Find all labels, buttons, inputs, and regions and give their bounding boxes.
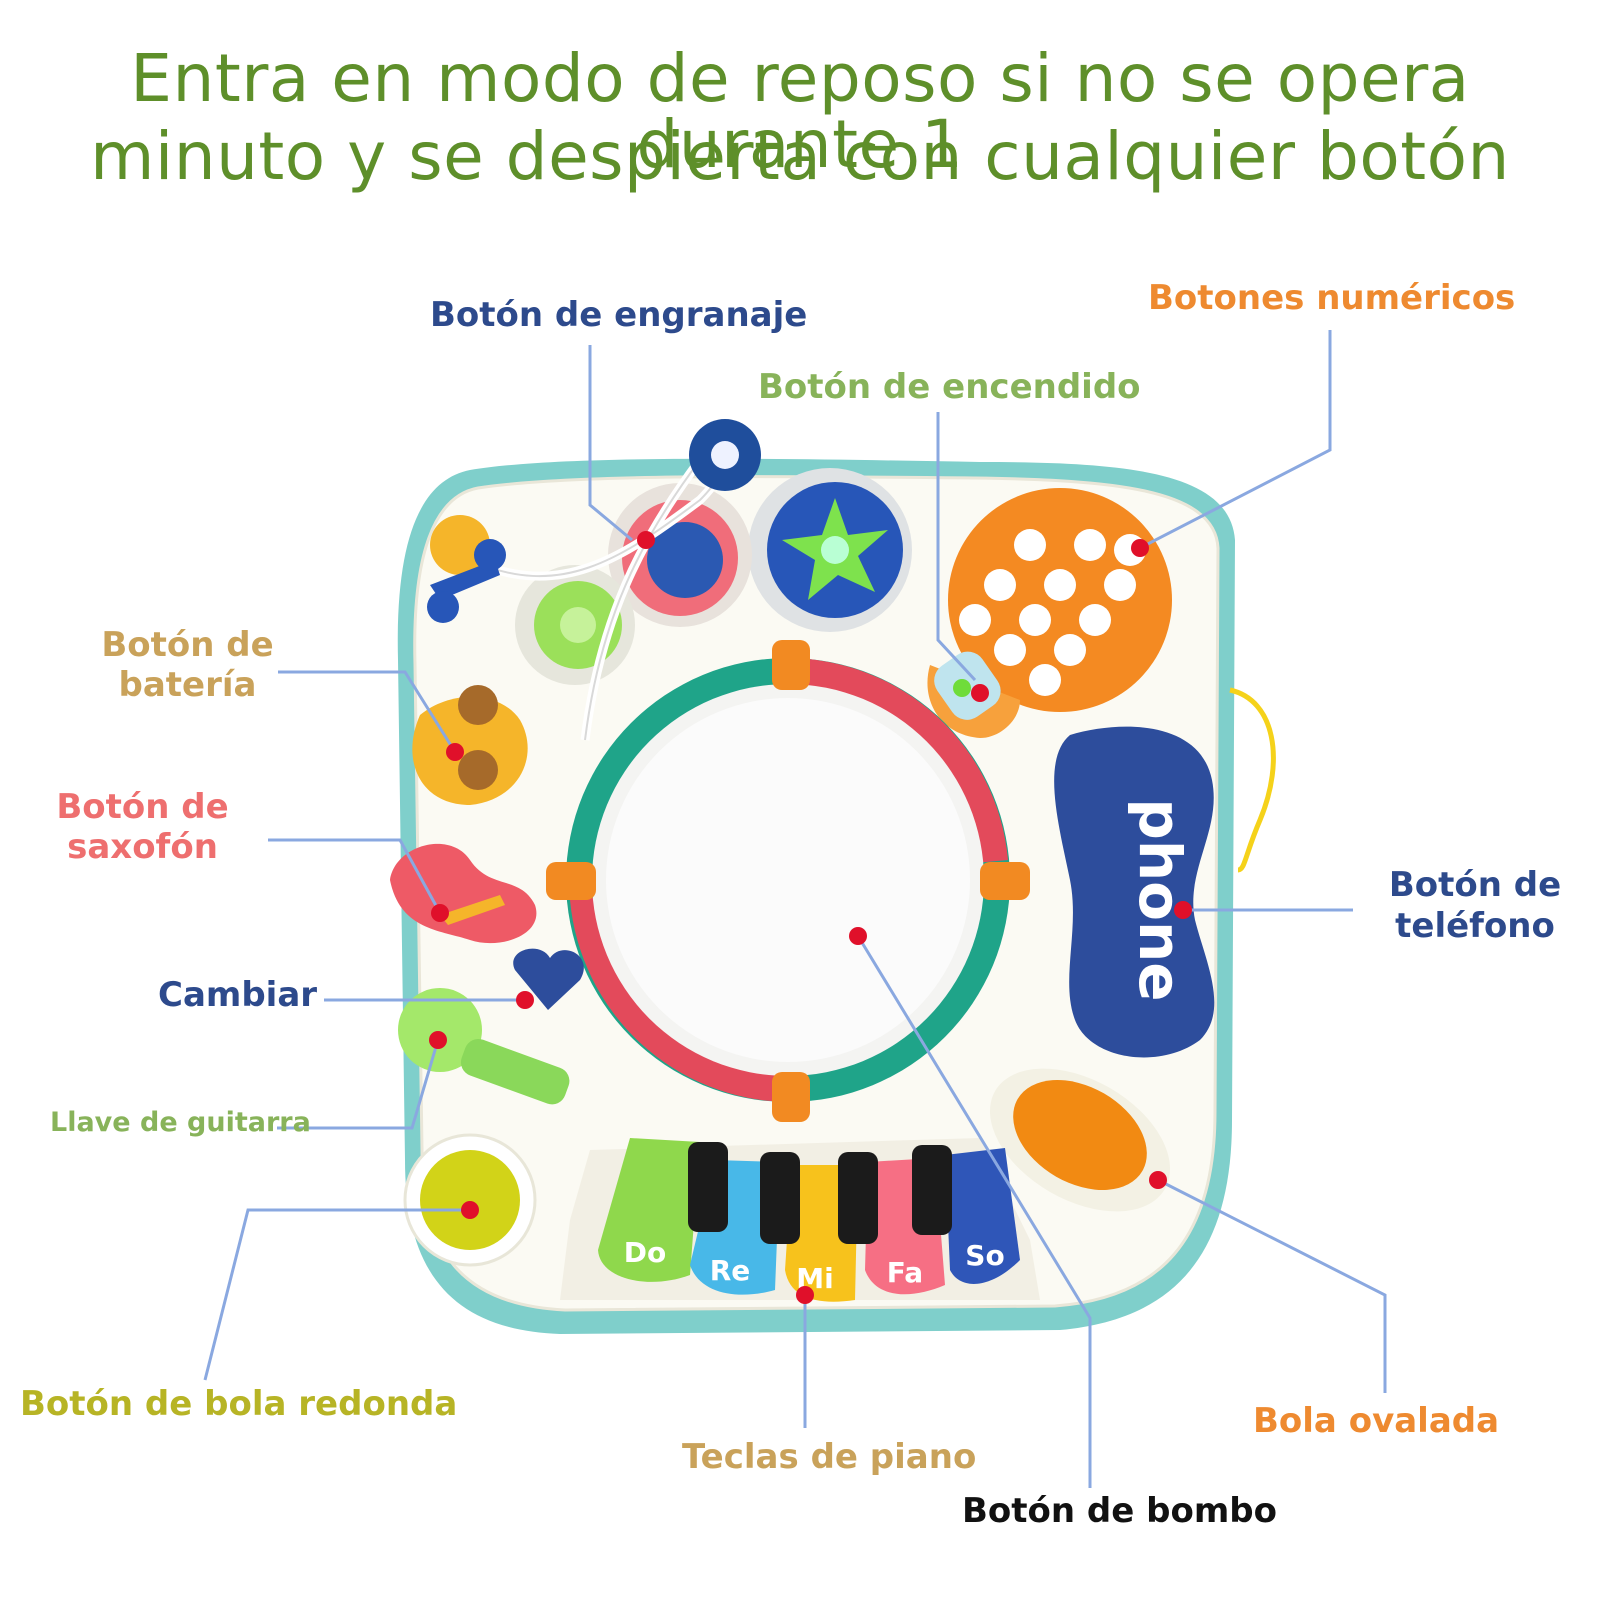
label-power-button: Botón de encendido [758, 367, 1141, 407]
keypad-buttons [959, 529, 1146, 696]
phone-handset: phone [1054, 687, 1276, 1058]
change-button [513, 948, 584, 1010]
piano-key-label: Re [710, 1254, 751, 1287]
label-change-button: Cambiar [158, 975, 318, 1015]
label-number-buttons: Botones numéricos [1148, 278, 1516, 318]
label-piano-keys: Teclas de piano [682, 1437, 977, 1477]
piano-key-label: So [965, 1239, 1004, 1272]
oval-ball-button [989, 1068, 1171, 1212]
leader-lines [203, 330, 1387, 1488]
phone-brand-text: phone [1126, 798, 1194, 1001]
label-phone-button-line2: teléfono [1395, 906, 1555, 946]
label-round-ball-button: Botón de bola redonda [20, 1384, 458, 1424]
headline-line-1: Entra en modo de reposo si no se opera d… [130, 40, 1470, 183]
blue-gear [767, 482, 903, 618]
gear-area [427, 419, 912, 741]
callout-dots [429, 531, 1192, 1304]
label-guitar-key: Llave de guitarra [50, 1107, 311, 1138]
label-oval-ball: Bola ovalada [1253, 1401, 1500, 1441]
label-drum-button-line2: batería [118, 665, 257, 705]
drum-button [412, 685, 528, 805]
headline-line-2: minuto y se despierta con cualquier botó… [90, 118, 1510, 195]
piano-key-label: Do [624, 1236, 666, 1269]
label-bass-drum-button: Botón de bombo [962, 1491, 1277, 1531]
label-saxophone-button-line1: Botón de [56, 787, 229, 827]
guitar-key [398, 988, 570, 1105]
label-phone-button-line1: Botón de [1388, 865, 1562, 905]
number-pad [927, 488, 1172, 738]
piano: Do Re Mi Fa So [560, 1138, 1040, 1302]
label-gear-button: Botón de engranaje [430, 295, 808, 335]
center-drum [546, 640, 1030, 1122]
piano-key-label: Fa [887, 1256, 923, 1289]
saxophone-button [390, 843, 537, 944]
piano-black-keys [688, 1142, 952, 1244]
label-drum-button-line1: Botón de [101, 625, 274, 665]
label-saxophone-button-line2: saxofón [67, 827, 218, 867]
round-ball-button [403, 1133, 537, 1267]
